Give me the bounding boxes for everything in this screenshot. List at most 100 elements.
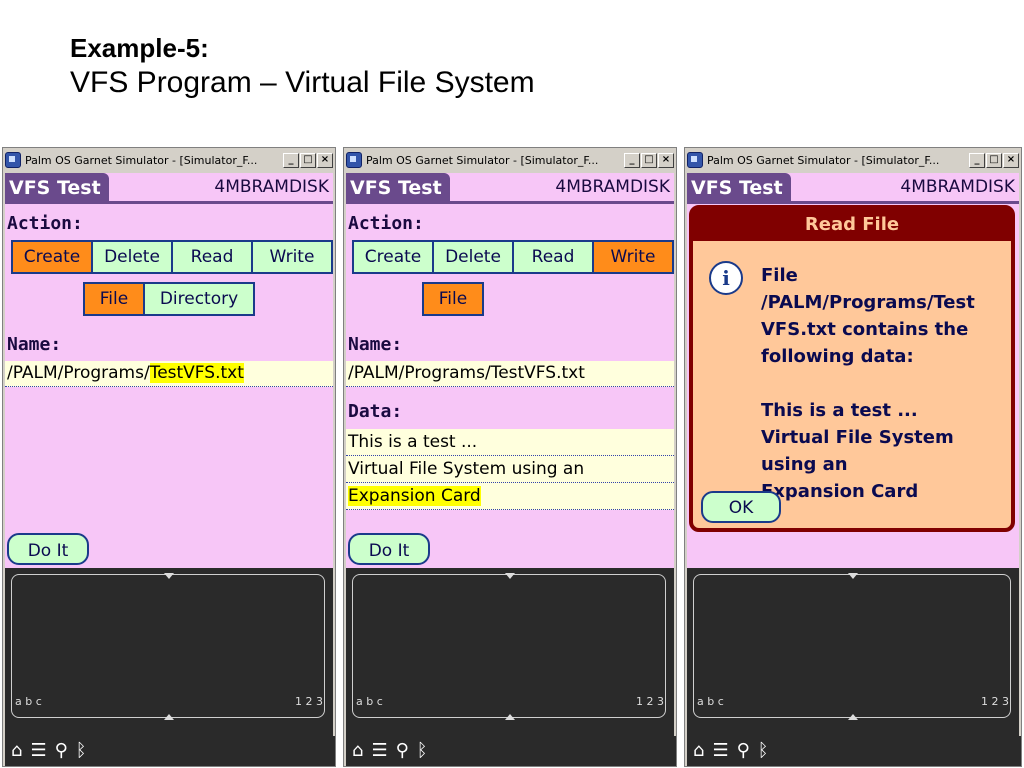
bluetooth-icon[interactable]: ᛒ xyxy=(75,740,87,761)
action-selector: Create Delete Read Write xyxy=(352,240,674,274)
maximize-button[interactable]: □ xyxy=(986,152,1002,168)
close-button[interactable]: × xyxy=(317,152,333,168)
message-line: VFS.txt contains the xyxy=(761,319,969,340)
simulator-window-3: Palm OS Garnet Simulator - [Simulator_F.… xyxy=(684,147,1022,767)
palm-app-icon xyxy=(5,152,21,168)
palm-screen: VFS Test 4MBRAMDISK Read File i File /PA… xyxy=(687,173,1019,568)
window-title: Palm OS Garnet Simulator - [Simulator_F.… xyxy=(25,153,258,167)
write-button[interactable]: Write xyxy=(251,242,331,272)
graffiti-input-box[interactable] xyxy=(693,574,1011,718)
menu-icon[interactable]: ☰ xyxy=(712,740,729,761)
create-button[interactable]: Create xyxy=(13,242,91,272)
graffiti-bottom-marker xyxy=(164,714,174,720)
palm-screen: VFS Test 4MBRAMDISK Action: Create Delet… xyxy=(5,173,333,568)
maximize-button[interactable]: □ xyxy=(300,152,316,168)
name-field[interactable]: /PALM/Programs/TestVFS.txt xyxy=(346,361,674,387)
graffiti-numbers-label: 1 2 3 xyxy=(636,695,664,708)
directory-button[interactable]: Directory xyxy=(143,284,253,314)
volume-label: 4MBRAMDISK xyxy=(555,177,670,197)
close-button[interactable]: × xyxy=(1003,152,1019,168)
bluetooth-icon[interactable]: ᛒ xyxy=(757,740,769,761)
read-button[interactable]: Read xyxy=(171,242,251,272)
do-it-button[interactable]: Do It xyxy=(348,533,430,565)
palm-app-icon xyxy=(346,152,362,168)
message-line: following data: xyxy=(761,346,914,367)
bluetooth-icon[interactable]: ᛒ xyxy=(416,740,428,761)
ok-button[interactable]: OK xyxy=(701,491,781,523)
graffiti-letters-label: a b c xyxy=(697,695,724,708)
find-icon[interactable]: ⚲ xyxy=(395,740,409,761)
write-button[interactable]: Write xyxy=(592,242,672,272)
palm-screen: VFS Test 4MBRAMDISK Action: Create Delet… xyxy=(346,173,674,568)
action-label: Action: xyxy=(348,213,424,234)
menu-icon[interactable]: ☰ xyxy=(371,740,388,761)
graffiti-numbers-label: 1 2 3 xyxy=(295,695,323,708)
graffiti-area[interactable]: a b c 1 2 3 xyxy=(687,568,1019,736)
target-selector: File Directory xyxy=(83,282,255,316)
volume-label: 4MBRAMDISK xyxy=(900,177,1015,197)
create-button[interactable]: Create xyxy=(354,242,432,272)
status-bar: ⌂ ☰ ⚲ ᛒ xyxy=(687,736,1021,766)
form-title: VFS Test xyxy=(687,173,791,203)
delete-button[interactable]: Delete xyxy=(91,242,171,272)
menu-icon[interactable]: ☰ xyxy=(30,740,47,761)
graffiti-input-box[interactable] xyxy=(11,574,325,718)
graffiti-input-box[interactable] xyxy=(352,574,666,718)
message-line: File xyxy=(761,265,798,286)
find-icon[interactable]: ⚲ xyxy=(54,740,68,761)
name-selection: TestVFS.txt xyxy=(149,363,244,383)
data-selection: Expansion Card xyxy=(348,486,481,506)
graffiti-bottom-marker xyxy=(848,714,858,720)
action-selector: Create Delete Read Write xyxy=(11,240,333,274)
window-titlebar: Palm OS Garnet Simulator - [Simulator_F.… xyxy=(685,148,1021,172)
target-selector: File xyxy=(422,282,484,316)
graffiti-bottom-marker xyxy=(505,714,515,720)
window-titlebar: Palm OS Garnet Simulator - [Simulator_F.… xyxy=(344,148,676,172)
file-button[interactable]: File xyxy=(424,284,482,314)
form-title-underline xyxy=(5,201,333,204)
file-button[interactable]: File xyxy=(85,284,143,314)
graffiti-area[interactable]: a b c 1 2 3 xyxy=(5,568,333,736)
name-field[interactable]: /PALM/Programs/TestVFS.txt xyxy=(5,361,333,387)
data-line-3[interactable]: Expansion Card xyxy=(346,483,674,510)
simulator-window-1: Palm OS Garnet Simulator - [Simulator_F.… xyxy=(2,147,336,767)
status-bar: ⌂ ☰ ⚲ ᛒ xyxy=(346,736,676,766)
name-label: Name: xyxy=(7,334,62,355)
dialog-title: Read File xyxy=(693,209,1011,241)
graffiti-top-marker xyxy=(848,573,858,579)
name-label: Name: xyxy=(348,334,403,355)
home-icon[interactable]: ⌂ xyxy=(693,740,705,761)
maximize-button[interactable]: □ xyxy=(641,152,657,168)
data-line-2[interactable]: Virtual File System using an xyxy=(346,456,674,483)
read-button[interactable]: Read xyxy=(512,242,592,272)
do-it-button[interactable]: Do It xyxy=(7,533,89,565)
graffiti-top-marker xyxy=(164,573,174,579)
find-icon[interactable]: ⚲ xyxy=(736,740,750,761)
data-line-1[interactable]: This is a test ... xyxy=(346,429,674,456)
graffiti-numbers-label: 1 2 3 xyxy=(981,695,1009,708)
read-file-dialog: Read File i File /PALM/Programs/Test VFS… xyxy=(689,205,1015,532)
minimize-button[interactable]: _ xyxy=(283,152,299,168)
home-icon[interactable]: ⌂ xyxy=(11,740,23,761)
graffiti-area[interactable]: a b c 1 2 3 xyxy=(346,568,674,736)
home-icon[interactable]: ⌂ xyxy=(352,740,364,761)
status-bar: ⌂ ☰ ⚲ ᛒ xyxy=(5,736,335,766)
message-line xyxy=(761,370,975,397)
data-label: Data: xyxy=(348,401,403,422)
message-line: /PALM/Programs/Test xyxy=(761,292,975,313)
form-title: VFS Test xyxy=(346,173,450,203)
minimize-button[interactable]: _ xyxy=(624,152,640,168)
slide-subheading: VFS Program – Virtual File System xyxy=(70,66,535,99)
simulator-window-2: Palm OS Garnet Simulator - [Simulator_F.… xyxy=(343,147,677,767)
close-button[interactable]: × xyxy=(658,152,674,168)
action-label: Action: xyxy=(7,213,83,234)
graffiti-letters-label: a b c xyxy=(356,695,383,708)
window-title: Palm OS Garnet Simulator - [Simulator_F.… xyxy=(366,153,599,167)
minimize-button[interactable]: _ xyxy=(969,152,985,168)
delete-button[interactable]: Delete xyxy=(432,242,512,272)
window-title: Palm OS Garnet Simulator - [Simulator_F.… xyxy=(707,153,940,167)
slide-title: Example-5: VFS Program – Virtual File Sy… xyxy=(70,32,535,102)
form-title-underline xyxy=(346,201,674,204)
form-title-underline xyxy=(687,201,1019,204)
slide-heading: Example-5: xyxy=(70,33,209,63)
